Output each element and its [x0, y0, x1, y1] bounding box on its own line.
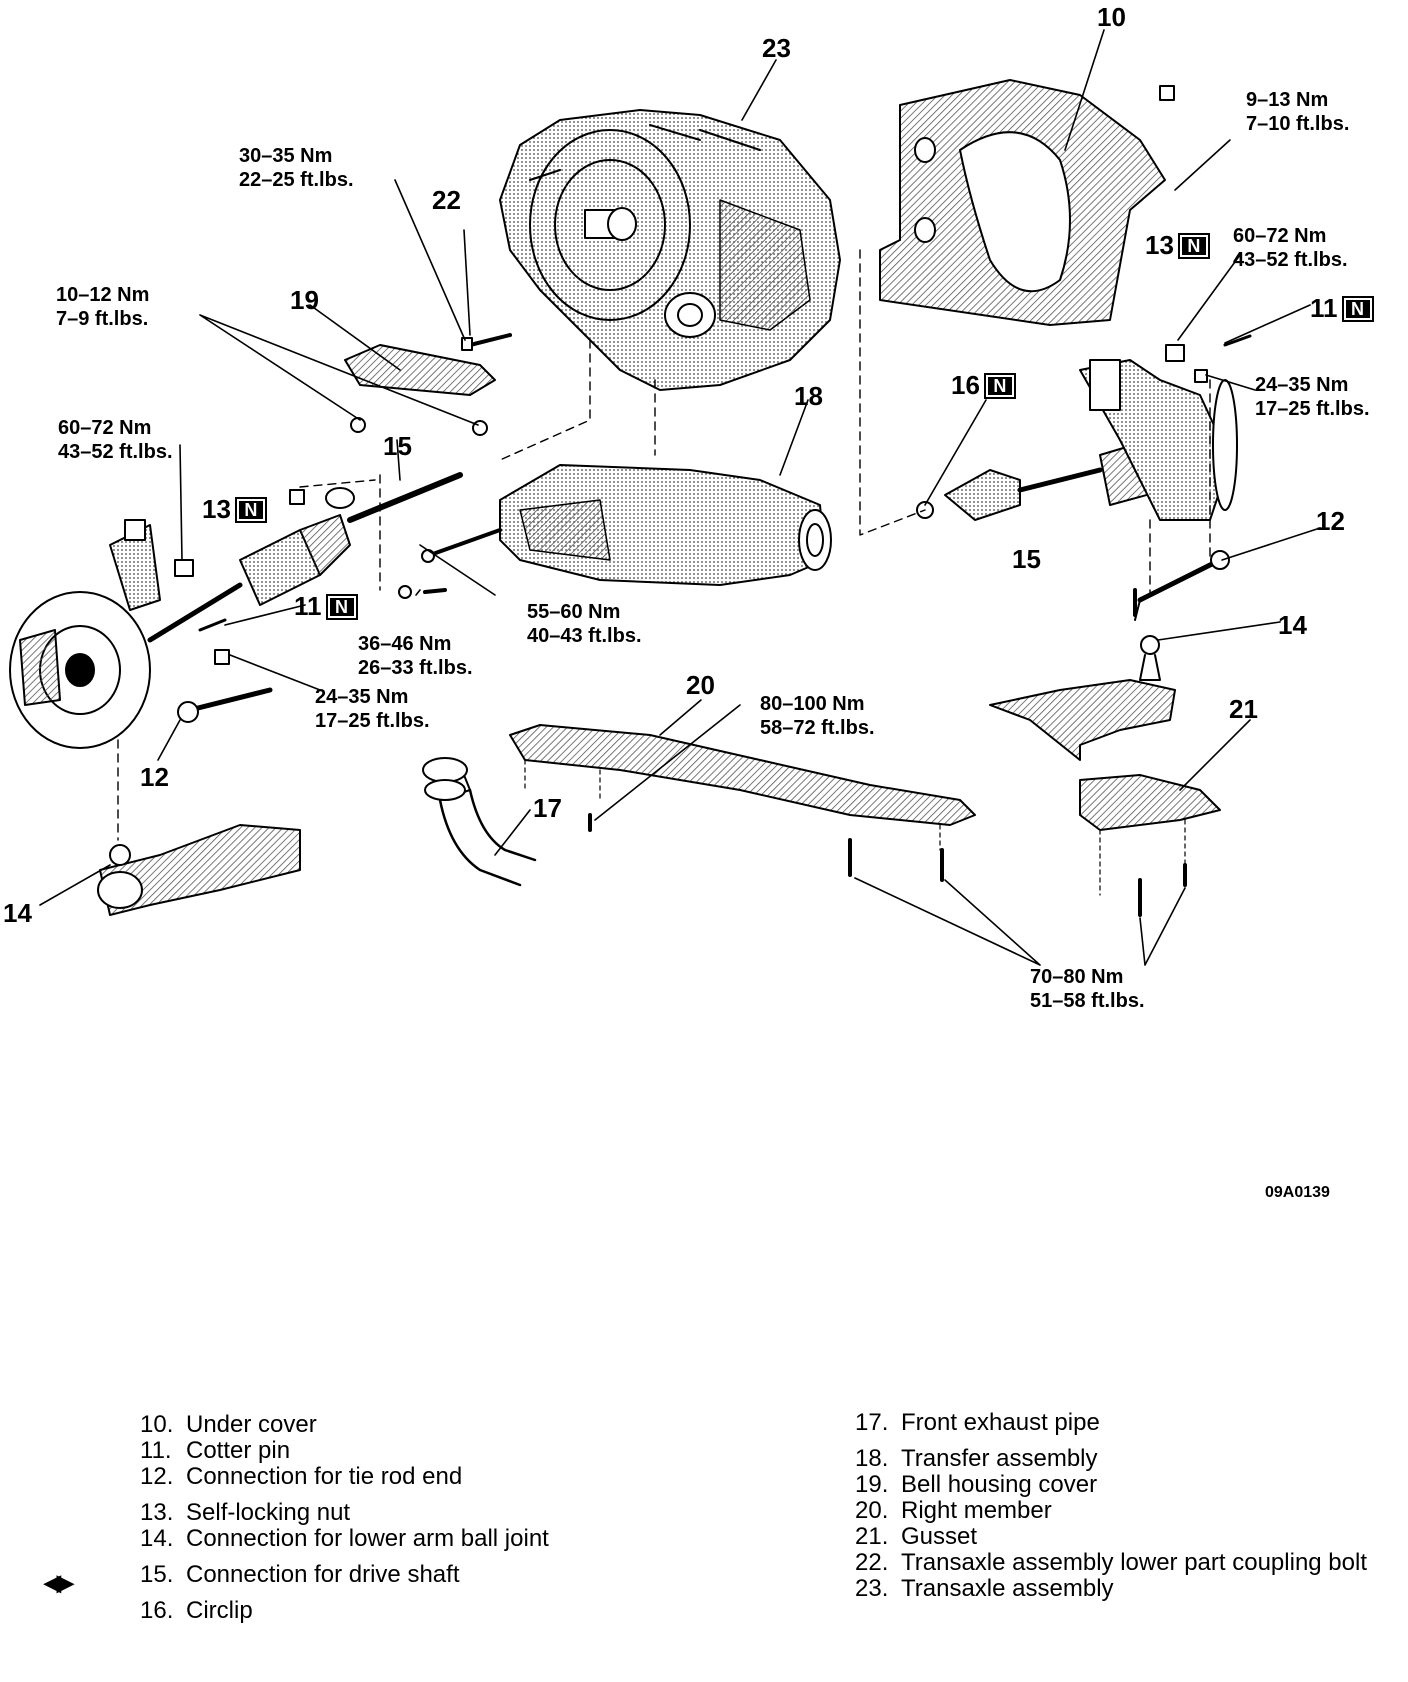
leader-lines [39, 29, 1321, 966]
front-exhaust-pipe-illustration [422, 757, 537, 887]
fasteners-illustration [174, 85, 1252, 917]
right-lower-arm-illustration [989, 635, 1176, 761]
alignment-lines [117, 249, 1211, 841]
legend-item: 12.Connection for tie rod end [140, 1463, 463, 1490]
gusset-illustration [1079, 774, 1221, 896]
callout-18: 18 [794, 381, 823, 411]
callout-20: 20 [686, 670, 715, 700]
new-part-badge: N [983, 373, 1016, 399]
callout-19: 19 [290, 285, 319, 315]
legend-item: 22.Transaxle assembly lower part couplin… [855, 1549, 1367, 1576]
callout-22: 22 [432, 185, 461, 215]
new-part-badge: N [325, 594, 358, 620]
callout-17: 17 [533, 793, 562, 823]
legend-right-column: 17.Front exhaust pipe 18.Transfer assemb… [855, 1410, 1375, 1602]
transfer-assembly-illustration [499, 464, 832, 586]
legend-item: 13.Self-locking nut [140, 1499, 351, 1526]
exploded-view-diagram [9, 29, 1321, 966]
left-lower-arm-illustration [97, 824, 301, 916]
legend-item: 15.Connection for drive shaft [140, 1561, 460, 1588]
right-member-illustration [509, 724, 976, 851]
callout-21: 21 [1229, 694, 1258, 724]
legend-left-column: 10.Under cover 11.Cotter pin 12.Connecti… [140, 1412, 660, 1624]
callout-14-left: 14 [3, 898, 32, 928]
new-part-badge: N [1341, 296, 1374, 322]
right-drive-shaft-illustration [944, 359, 1238, 521]
new-part-badge: N [1177, 233, 1210, 259]
callout-14-right: 14 [1278, 610, 1307, 640]
callout-12-right: 12 [1316, 506, 1345, 536]
legend-item: 17.Front exhaust pipe [855, 1409, 1100, 1436]
legend-item: 18.Transfer assembly [855, 1445, 1098, 1472]
legend-item: 10.Under cover [140, 1411, 317, 1438]
legend-item: 21.Gusset [855, 1523, 978, 1550]
callout-15-right: 15 [1012, 544, 1041, 574]
transaxle-assembly-illustration [499, 109, 841, 391]
double-arrow-icon: ◀▶ [44, 1570, 74, 1595]
figure-code: 09A0139 [1265, 1184, 1330, 1201]
callout-23: 23 [762, 33, 791, 63]
callout-15-left: 15 [383, 431, 412, 461]
legend-item: 23.Transaxle assembly [855, 1575, 1114, 1602]
left-drive-shaft-illustration [147, 472, 463, 643]
left-hub-assembly-illustration [9, 519, 161, 749]
legend-item: 16.Circlip [140, 1597, 253, 1624]
legend-item: 11.Cotter pin [140, 1437, 291, 1464]
new-part-badge: N [234, 497, 267, 523]
under-cover-illustration [879, 79, 1166, 326]
legend-item: 14.Connection for lower arm ball joint [140, 1525, 549, 1552]
legend-item: 19.Bell housing cover [855, 1471, 1098, 1498]
bell-housing-cover-illustration [344, 344, 496, 436]
callout-10: 10 [1097, 2, 1126, 32]
legend-item: 20.Right member [855, 1497, 1052, 1524]
callout-12-left: 12 [140, 762, 169, 792]
